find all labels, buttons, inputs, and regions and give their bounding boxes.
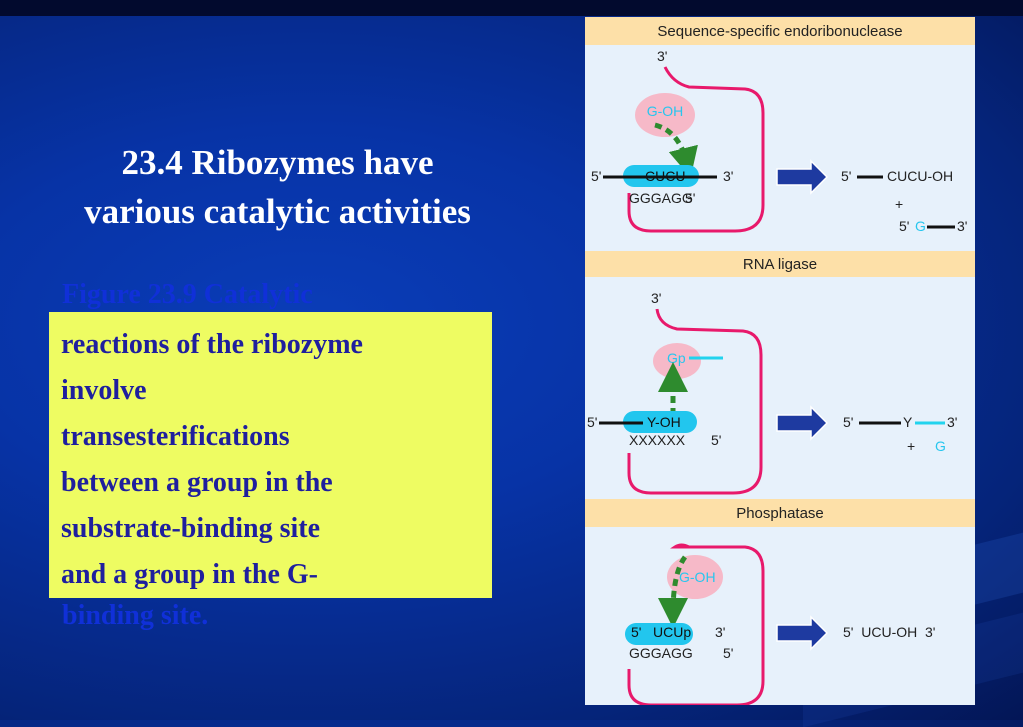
product-seq: 5' UCU-OH 3'	[843, 624, 935, 640]
product-g: G	[935, 438, 946, 454]
guide-seq: XXXXXX	[629, 432, 686, 448]
panel-header: Sequence-specific endoribonuclease	[657, 23, 902, 40]
label-5prime: 5'	[843, 414, 853, 430]
gp-label: Gp	[667, 350, 686, 366]
label-3prime: 3'	[657, 48, 667, 64]
caption-line: between a group in the	[61, 467, 333, 498]
substrate-seq: Y-OH	[647, 414, 681, 430]
caption-line: transesterifications	[61, 421, 290, 452]
label-5prime: 5'	[631, 624, 641, 640]
product-seq: CUCU-OH	[887, 168, 953, 184]
reaction-arrow	[776, 159, 829, 195]
ribozyme-loop	[627, 308, 763, 495]
reaction-arrow	[776, 405, 829, 441]
caption-line: substrate-binding site	[61, 513, 321, 544]
panel-header-bg	[585, 499, 975, 527]
g-site-blob	[667, 555, 723, 599]
title-line: 23.4 Ribozymes have	[121, 143, 434, 182]
substrate-seq: UCUp	[653, 624, 691, 640]
panel-header-bg	[585, 251, 975, 277]
g-oh-label: G-OH	[647, 103, 684, 119]
caption-line-top: Figure 23.9 Catalytic	[62, 279, 313, 310]
title-line: various catalytic activities	[84, 192, 471, 231]
ribozyme-figure: Sequence-specific endoribonuclease 3' G-…	[585, 17, 975, 705]
label-3prime: 3'	[947, 414, 957, 430]
label-5prime: 5'	[899, 218, 909, 234]
label-5prime: 5'	[591, 168, 601, 184]
plus-sign: +	[907, 438, 915, 454]
panel-header: RNA ligase	[743, 256, 817, 273]
substrate-pill	[625, 623, 693, 645]
slide-title: 23.4 Ribozymes have various catalytic ac…	[20, 138, 535, 236]
label-3prime: 3'	[715, 624, 725, 640]
label-5prime: 5'	[723, 645, 733, 661]
caption-line-bottom: binding site.	[62, 600, 209, 631]
product-g: G	[915, 218, 926, 234]
label-3prime: 3'	[957, 218, 967, 234]
caption-highlight-box: reactions of the ribozyme involve transe…	[49, 312, 492, 598]
ribozyme-loop	[627, 66, 765, 233]
guide-seq: GGGAGG	[629, 190, 693, 206]
caption-line: involve	[61, 375, 147, 406]
label-5prime: 5'	[587, 414, 597, 430]
label-5prime: 5'	[841, 168, 851, 184]
guide-seq: GGGAGG	[629, 645, 693, 661]
label-3prime: 3'	[651, 290, 661, 306]
g-oh-label: G-OH	[679, 569, 716, 585]
panel-header-bg	[585, 17, 975, 45]
g-site-blob	[635, 93, 695, 137]
label-3prime: 3'	[723, 168, 733, 184]
attack-arrow	[658, 555, 689, 628]
product-y: Y	[903, 414, 913, 430]
top-band	[0, 0, 1023, 16]
substrate-pill	[623, 411, 697, 433]
reaction-arrow	[776, 615, 829, 651]
substrate-seq: CUCU	[645, 168, 685, 184]
figure-svg: Sequence-specific endoribonuclease 3' G-…	[585, 17, 975, 705]
caption-line: reactions of the ribozyme	[61, 329, 363, 360]
attack-arrow	[654, 122, 698, 178]
plus-sign: +	[895, 196, 903, 212]
caption-line: and a group in the G-	[61, 559, 318, 590]
label-5prime: 5'	[711, 432, 721, 448]
label-5prime: 5'	[685, 190, 695, 206]
panel-header: Phosphatase	[736, 505, 824, 522]
